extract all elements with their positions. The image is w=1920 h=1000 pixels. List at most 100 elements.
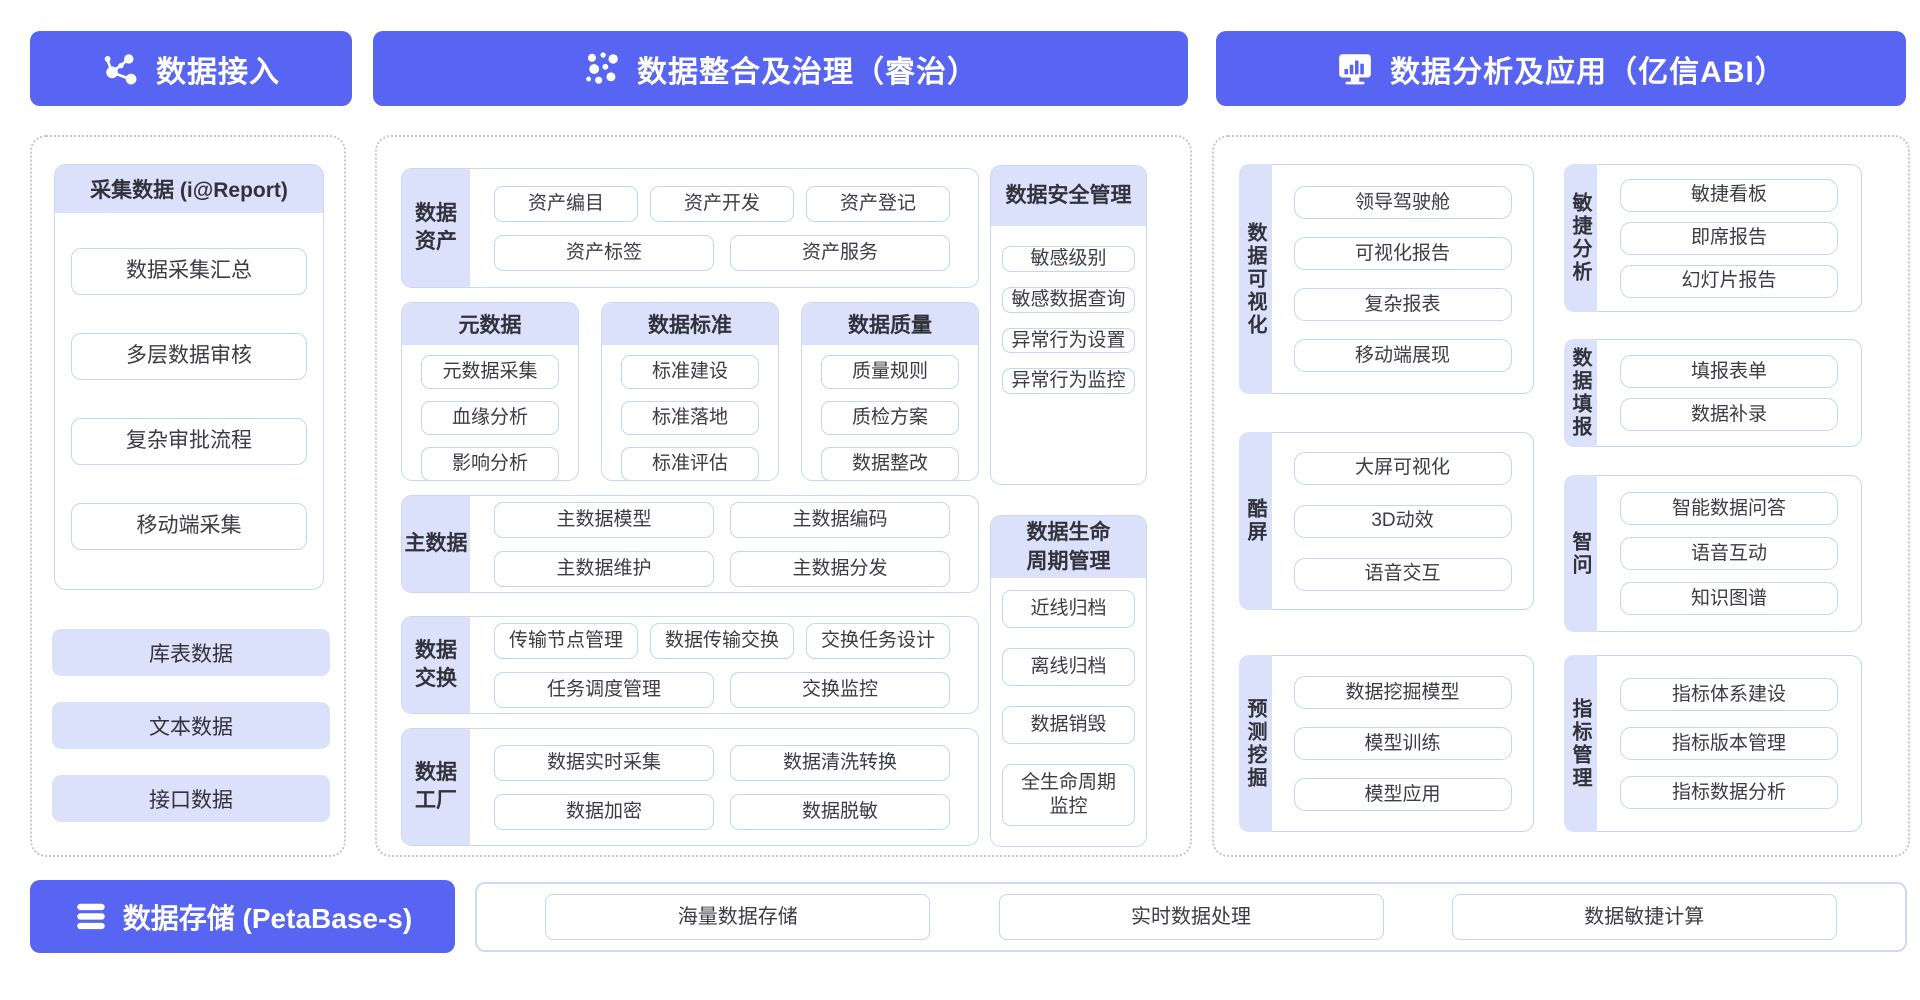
database-icon	[77, 903, 105, 929]
indicator-label: 指标管理	[1564, 655, 1597, 832]
ireport-card-title: 采集数据 (i@Report)	[55, 165, 323, 213]
data-lifecycle-card: 数据生命周期管理 近线归档 离线归档 数据销毁 全生命周期监控	[990, 515, 1147, 847]
governance-panel: 数据资产 资产编目资产开发资产登记 资产标签资产服务 元数据 元数据采集血缘分析…	[375, 135, 1192, 857]
mining-block: 预测挖掘 数据挖掘模型模型训练模型应用	[1239, 655, 1534, 832]
data-standard-card-title: 数据标准	[602, 303, 778, 345]
factory-feature: 数据实时采集	[494, 744, 714, 781]
header-label: 数据整合及治理（睿治）	[637, 55, 978, 89]
standard-feature: 标准评估	[621, 447, 759, 480]
smart-ask-label: 智问	[1564, 475, 1597, 632]
visualization-feature: 移动端展现	[1293, 339, 1512, 372]
data-asset-row: 数据资产 资产编目资产开发资产登记 资产标签资产服务	[401, 168, 979, 288]
mining-feature: 模型训练	[1293, 727, 1512, 760]
data-quality-card: 数据质量 质量规则质检方案数据整改	[801, 302, 979, 481]
storage-header: 数据存储 (PetaBase-s)	[30, 880, 455, 953]
data-standard-card: 数据标准 标准建设标准落地标准评估	[601, 302, 779, 481]
mining-feature: 模型应用	[1293, 778, 1512, 811]
header-data-access: 数据接入	[30, 31, 352, 106]
data-factory-row: 数据工厂 数据实时采集数据清洗转换 数据加密数据脱敏	[401, 728, 979, 846]
visualization-feature: 领导驾驶舱	[1293, 186, 1512, 219]
indicator-feature: 指标数据分析	[1620, 776, 1838, 809]
asset-feature: 资产标签	[494, 234, 714, 271]
data-reporting-block: 数据填报 填报表单数据补录	[1564, 339, 1862, 447]
security-feature: 异常行为设置	[1002, 327, 1135, 354]
storage-capability: 数据敏捷计算	[1451, 894, 1837, 940]
header-label: 数据接入	[156, 55, 280, 89]
asset-feature: 资产开发	[650, 185, 794, 222]
coolscreen-feature: 大屏可视化	[1293, 451, 1512, 485]
data-exchange-content: 传输节点管理数据传输交换交换任务设计 任务调度管理交换监控	[470, 617, 978, 713]
exchange-feature: 传输节点管理	[494, 622, 638, 659]
data-quality-card-title: 数据质量	[802, 303, 978, 345]
agile-feature: 敏捷看板	[1620, 178, 1838, 212]
metadata-feature: 元数据采集	[421, 355, 559, 389]
master-feature: 主数据编码	[730, 501, 950, 538]
ireport-card: 采集数据 (i@Report) 数据采集汇总多层数据审核复杂审批流程移动端采集	[54, 164, 324, 590]
visualization-feature: 复杂报表	[1293, 288, 1512, 321]
network-icon	[104, 53, 137, 84]
data-source-type: 文本数据	[52, 702, 330, 749]
storage-capability: 海量数据存储	[545, 894, 931, 940]
master-data-label: 主数据	[402, 496, 470, 592]
lifecycle-feature: 近线归档	[1002, 590, 1135, 628]
governance-subcards: 元数据 元数据采集血缘分析影响分析 数据标准 标准建设标准落地标准评估 数据质量…	[401, 302, 979, 481]
exchange-feature: 交换任务设计	[806, 622, 950, 659]
smart-ask-feature: 智能数据问答	[1620, 492, 1838, 525]
factory-feature: 数据清洗转换	[730, 744, 950, 781]
data-exchange-row: 数据交换 传输节点管理数据传输交换交换任务设计 任务调度管理交换监控	[401, 616, 979, 714]
exchange-feature: 交换监控	[730, 671, 950, 708]
mining-label: 预测挖掘	[1239, 655, 1272, 832]
metadata-card-title: 元数据	[402, 303, 578, 345]
exchange-feature: 数据传输交换	[650, 622, 794, 659]
metadata-card: 元数据 元数据采集血缘分析影响分析	[401, 302, 579, 481]
storage-capability: 实时数据处理	[998, 894, 1384, 940]
factory-feature: 数据脱敏	[730, 793, 950, 830]
ireport-feature-list: 数据采集汇总多层数据审核复杂审批流程移动端采集	[55, 213, 323, 550]
asset-feature: 资产服务	[730, 234, 950, 271]
data-access-panel: 采集数据 (i@Report) 数据采集汇总多层数据审核复杂审批流程移动端采集 …	[30, 135, 346, 857]
asset-feature: 资产编目	[494, 185, 638, 222]
agile-analysis-label: 敏捷分析	[1564, 164, 1597, 312]
quality-feature: 质量规则	[821, 355, 959, 389]
indicator-feature: 指标版本管理	[1620, 727, 1838, 760]
data-source-type: 接口数据	[52, 775, 330, 822]
storage-capability-row: 海量数据存储 实时数据处理 数据敏捷计算	[475, 882, 1907, 952]
agile-feature: 幻灯片报告	[1620, 264, 1838, 298]
visualization-feature: 可视化报告	[1293, 237, 1512, 270]
factory-feature: 数据加密	[494, 793, 714, 830]
standard-feature: 标准建设	[621, 355, 759, 389]
storage-header-label: 数据存储 (PetaBase-s)	[122, 902, 413, 934]
lifecycle-feature: 离线归档	[1002, 648, 1135, 686]
ireport-feature: 数据采集汇总	[71, 248, 307, 295]
lifecycle-feature-list: 近线归档 离线归档 数据销毁 全生命周期监控	[991, 578, 1146, 838]
master-data-content: 主数据模型主数据编码 主数据维护主数据分发	[470, 496, 978, 592]
lifecycle-feature: 数据销毁	[1002, 706, 1135, 744]
indicator-feature: 指标体系建设	[1620, 678, 1838, 711]
reporting-feature: 数据补录	[1620, 398, 1838, 431]
coolscreen-feature: 3D动效	[1293, 504, 1512, 538]
dots-cluster-icon	[586, 51, 618, 84]
security-feature: 敏感数据查询	[1002, 286, 1135, 313]
reporting-feature: 填报表单	[1620, 355, 1838, 388]
data-security-card: 数据安全管理 敏感级别敏感数据查询异常行为设置异常行为监控	[990, 165, 1147, 485]
monitor-chart-icon	[1339, 53, 1371, 84]
data-source-list: 库表数据文本数据接口数据	[52, 629, 330, 822]
quality-feature: 数据整改	[821, 447, 959, 480]
metadata-feature: 血缘分析	[421, 401, 559, 435]
exchange-feature: 任务调度管理	[494, 671, 714, 708]
smart-ask-feature: 语音互动	[1620, 537, 1838, 570]
smart-ask-feature: 知识图谱	[1620, 582, 1838, 615]
data-factory-content: 数据实时采集数据清洗转换 数据加密数据脱敏	[470, 729, 978, 845]
ireport-feature: 复杂审批流程	[71, 418, 307, 465]
metadata-feature: 影响分析	[421, 447, 559, 480]
ireport-feature: 多层数据审核	[71, 333, 307, 380]
data-asset-label: 数据资产	[402, 169, 470, 287]
smart-ask-block: 智问 智能数据问答语音互动知识图谱	[1564, 475, 1862, 632]
security-feature: 异常行为监控	[1002, 368, 1135, 394]
data-reporting-label: 数据填报	[1564, 339, 1597, 447]
coolscreen-label: 酷屏	[1239, 432, 1272, 610]
indicator-block: 指标管理 指标体系建设指标版本管理指标数据分析	[1564, 655, 1862, 832]
mining-feature: 数据挖掘模型	[1293, 676, 1512, 709]
